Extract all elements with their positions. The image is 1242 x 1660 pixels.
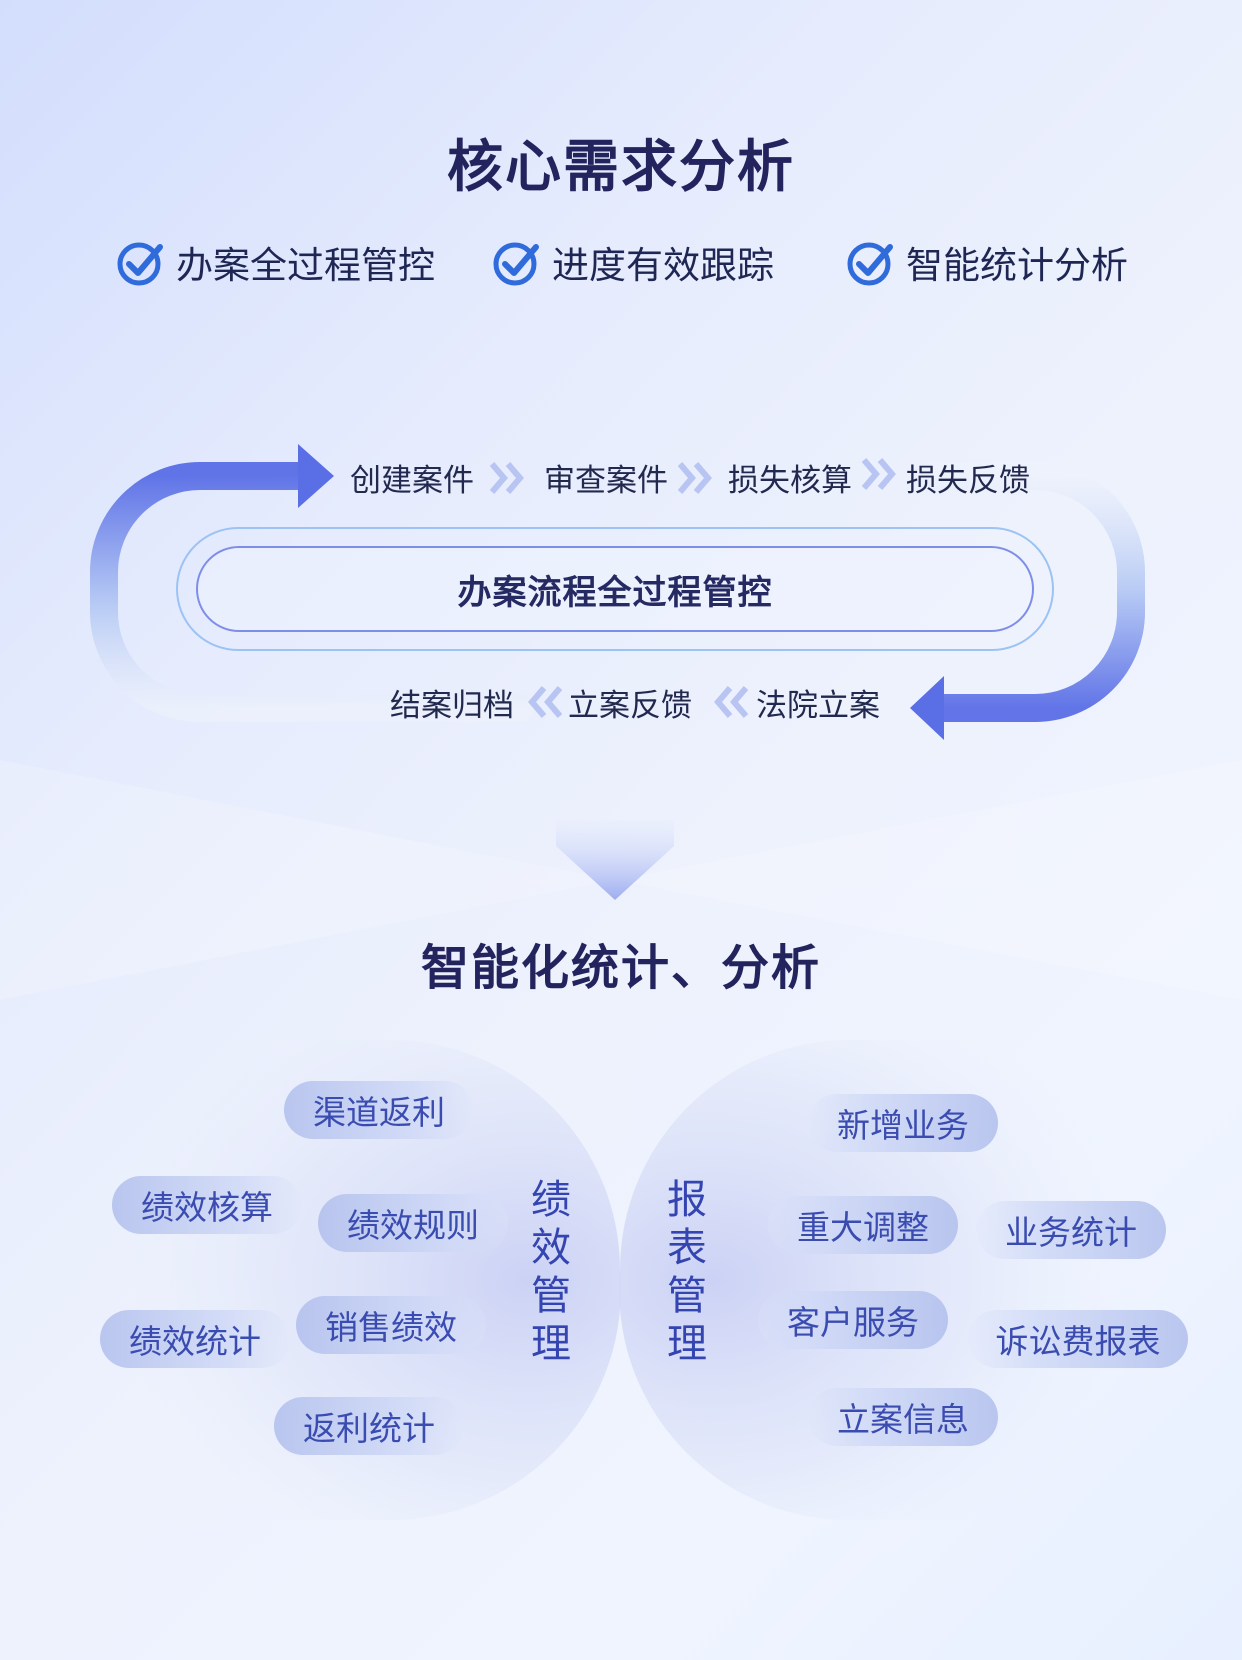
flow-step-review-case: 审查案件: [544, 463, 668, 499]
page-title: 核心需求分析: [447, 135, 795, 200]
check-circle-icon: [117, 242, 163, 286]
need-item-1: 办案全过程管控: [116, 234, 435, 290]
flow-step-loss-accounting: 损失核算: [728, 463, 852, 499]
chip-new-business: 新增业务: [808, 1094, 998, 1152]
chip-major-adjustment: 重大调整: [768, 1196, 958, 1254]
chip-litigation-fee-report: 诉讼费报表: [968, 1310, 1188, 1368]
flow-step-court-filing: 法院立案: [756, 688, 880, 724]
need-item-2: 进度有效跟踪: [492, 234, 774, 290]
flow-step-filing-feedback: 立案反馈: [568, 688, 692, 724]
center-pill-outer-ring: [176, 527, 1054, 651]
chevron-right-icon: [678, 462, 712, 494]
chevron-left-icon: [714, 686, 748, 718]
chip-sales-performance: 销售绩效: [296, 1296, 486, 1354]
flow-step-archive: 结案归档: [390, 688, 514, 724]
flow-step-create-case: 创建案件: [350, 463, 474, 499]
right-group-label: 报表管理: [667, 1177, 707, 1367]
chevron-right-icon: [490, 462, 524, 494]
flow-arrow-right-head: [298, 444, 334, 508]
chip-filing-info: 立案信息: [808, 1388, 998, 1446]
need-item-3: 智能统计分析: [846, 234, 1128, 290]
chip-channel-rebate: 渠道返利: [284, 1081, 474, 1139]
flow-arrow-left-head: [910, 676, 944, 740]
chip-performance-statistics: 绩效统计: [100, 1310, 290, 1368]
chip-business-statistics: 业务统计: [976, 1201, 1166, 1259]
need-label: 办案全过程管控: [176, 244, 435, 287]
flow-step-loss-feedback: 损失反馈: [906, 463, 1030, 499]
chip-customer-service: 客户服务: [758, 1291, 948, 1349]
center-process-label: 办案流程全过程管控: [457, 572, 773, 613]
need-label: 进度有效跟踪: [552, 244, 774, 287]
chip-performance-accounting: 绩效核算: [112, 1176, 302, 1234]
chip-performance-rules: 绩效规则: [318, 1194, 508, 1252]
analysis-title: 智能化统计、分析: [420, 940, 821, 996]
check-circle-icon: [493, 242, 539, 286]
chevron-left-icon: [528, 686, 562, 718]
check-circle-icon: [847, 242, 893, 286]
center-process-pill: 办案流程全过程管控: [196, 546, 1034, 632]
left-group-label: 绩效管理: [531, 1177, 571, 1367]
need-label: 智能统计分析: [906, 244, 1128, 287]
chevron-right-icon: [862, 458, 896, 490]
chip-rebate-statistics: 返利统计: [274, 1397, 464, 1455]
